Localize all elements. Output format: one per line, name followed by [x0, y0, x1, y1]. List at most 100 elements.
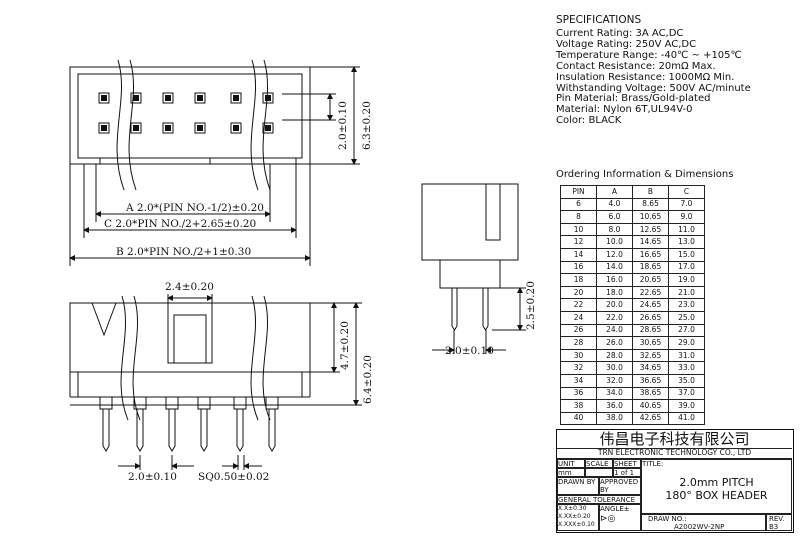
- pin-square: [98, 92, 110, 104]
- tol-line-1: X.X±0.30: [558, 505, 587, 512]
- table-cell: 27.0: [668, 323, 705, 338]
- table-cell: 21.0: [668, 285, 705, 300]
- spec-line: Insulation Resistance: 1000MΩ Min.: [556, 71, 735, 83]
- pin-shoulder: [197, 396, 211, 410]
- table-cell: 40: [560, 411, 597, 426]
- pin-tail: [168, 409, 176, 452]
- table-cell: 4.0: [596, 197, 633, 212]
- table-cell: 16.65: [632, 247, 669, 262]
- table-header: PIN: [560, 185, 597, 199]
- tolerance-values: X.X±0.30 X.XX±0.20 X.XXX±0.10: [557, 504, 599, 531]
- table-cell: 38.65: [632, 386, 669, 401]
- table-cell: 26.0: [596, 336, 633, 350]
- draw-no-value: A2002WV-2NP: [674, 523, 725, 531]
- pin-square-inner: [133, 95, 139, 101]
- company-name-cn: 伟昌电子科技有限公司: [557, 430, 792, 449]
- side-view: [421, 183, 526, 354]
- pin-square-inner: [101, 95, 107, 101]
- table-cell: 15.0: [668, 247, 705, 262]
- spec-line: Material: Nylon 6T,UL94V-0: [556, 104, 693, 116]
- table-cell: 16: [560, 260, 597, 275]
- table-cell: 34: [560, 373, 597, 388]
- pin-square-inner: [197, 125, 203, 131]
- table-cell: 28.65: [632, 323, 669, 338]
- title-block: 伟昌电子科技有限公司 TRN ELECTRONIC TECHNOLOGY CO.…: [556, 429, 794, 533]
- table-cell: 24: [560, 310, 597, 325]
- table-cell: 14: [560, 247, 597, 262]
- spec-line: Color: BLACK: [556, 115, 622, 127]
- tail-len-label: 2.5±0.20: [525, 281, 537, 330]
- ordering-title: Ordering Information & Dimensions: [556, 169, 734, 180]
- table-cell: 24.65: [632, 298, 669, 312]
- side-pitch-label: 2.0±0.10: [445, 345, 494, 357]
- sheet-value: 1 of 1: [613, 468, 641, 477]
- table-cell: 28: [560, 336, 597, 350]
- general-tolerance: GENERAL TOLERANCE: [557, 495, 641, 504]
- pitch-v-label: 2.0±0.10: [337, 101, 349, 150]
- table-cell: 42.65: [632, 411, 669, 426]
- table-cell: 30.65: [632, 336, 669, 350]
- pin-square-inner: [133, 125, 139, 131]
- table-header: A: [596, 185, 633, 199]
- table-cell: 38: [560, 399, 597, 413]
- pin-square-inner: [265, 95, 271, 101]
- spec-line: Voltage Rating: 250V AC,DC: [556, 38, 697, 50]
- unit-value: mm: [557, 468, 585, 477]
- dim-c-label: C 2.0*PIN NO./2+2.65±0.20: [104, 218, 256, 230]
- pin-tail: [200, 409, 208, 452]
- pin-square-inner: [165, 125, 171, 131]
- pin-square: [230, 122, 242, 134]
- drawn-by: DRAWN BY: [557, 477, 599, 495]
- table-cell: 10.0: [596, 235, 633, 249]
- table-cell: 13.0: [668, 235, 705, 249]
- table-cell: 22: [560, 298, 597, 312]
- pin-shoulder: [233, 396, 247, 410]
- table-cell: 14.0: [596, 260, 633, 275]
- spec-line: Current Rating: 3A AC,DC: [556, 28, 684, 39]
- table-cell: 20: [560, 285, 597, 300]
- table-cell: 24.0: [596, 323, 633, 338]
- pin-square-inner: [101, 125, 107, 131]
- table-cell: 29.0: [668, 336, 705, 350]
- pin-square-inner: [165, 95, 171, 101]
- table-cell: 17.0: [668, 260, 705, 275]
- table-cell: 34.65: [632, 361, 669, 375]
- table-cell: 40.65: [632, 399, 669, 413]
- draw-no-label: DRAW NO.:: [648, 515, 687, 523]
- table-cell: 20.65: [632, 273, 669, 287]
- pin-tail: [268, 409, 276, 452]
- front-view: [69, 294, 362, 470]
- table-cell: 16.0: [596, 273, 633, 287]
- dim-b-label: B 2.0*PIN NO./2+1±0.30: [116, 246, 251, 258]
- table-cell: 18.65: [632, 260, 669, 275]
- spec-line: Pin Material: Brass/Gold-plated: [556, 93, 711, 105]
- body-h1-label: 4.7±0.20: [339, 321, 351, 370]
- spec-line: Contact Resistance: 20mΩ Max.: [556, 60, 716, 72]
- rev-cell: REV. B3: [766, 514, 792, 531]
- table-cell: 37.0: [668, 386, 705, 401]
- table-cell: 41.0: [668, 411, 705, 426]
- dim-a-label: A 2.0*(PIN NO.-1/2)±0.20: [125, 202, 264, 214]
- tol-line-3: X.XXX±0.10: [558, 521, 595, 528]
- pin-tail: [136, 409, 144, 452]
- pin-square: [230, 92, 242, 104]
- pin-square: [130, 92, 142, 104]
- table-cell: 22.65: [632, 285, 669, 300]
- projection-symbol-icon: ⊳◎: [600, 514, 616, 524]
- table-cell: 20.0: [596, 298, 633, 312]
- table-cell: 26.65: [632, 310, 669, 325]
- table-cell: 33.0: [668, 361, 705, 375]
- drawing-title: 2.0mm PITCH 180° BOX HEADER: [641, 468, 792, 514]
